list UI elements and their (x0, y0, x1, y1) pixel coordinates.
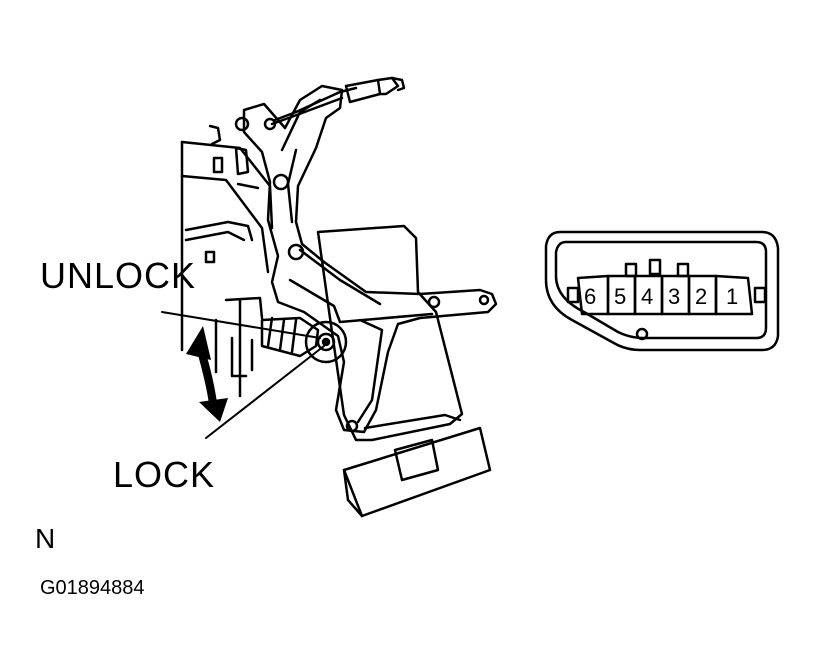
connector-face (544, 230, 780, 352)
lock-leader-line (205, 345, 325, 439)
lock-label: LOCK (113, 454, 216, 495)
connector-pin-5: 5 (614, 284, 626, 309)
unlock-label: UNLOCK (40, 255, 197, 296)
position-label: N (35, 523, 56, 554)
connector-pin-1: 1 (726, 284, 738, 309)
lever-shaft (260, 316, 348, 364)
connector-pin-6: 6 (584, 284, 596, 309)
connector-pin-2: 2 (695, 284, 707, 309)
bottom-connector (342, 426, 492, 518)
connector-pin-3: 3 (668, 284, 680, 309)
rotation-arrow-icon (186, 326, 228, 422)
wire-lead (263, 76, 406, 131)
switch-housing (316, 224, 464, 442)
mounting-frame (180, 124, 274, 398)
mounting-bracket (234, 84, 498, 434)
figure-code: G01894884 (40, 577, 145, 599)
connector-pin-4: 4 (641, 284, 653, 309)
unlock-leader-line (161, 311, 321, 339)
